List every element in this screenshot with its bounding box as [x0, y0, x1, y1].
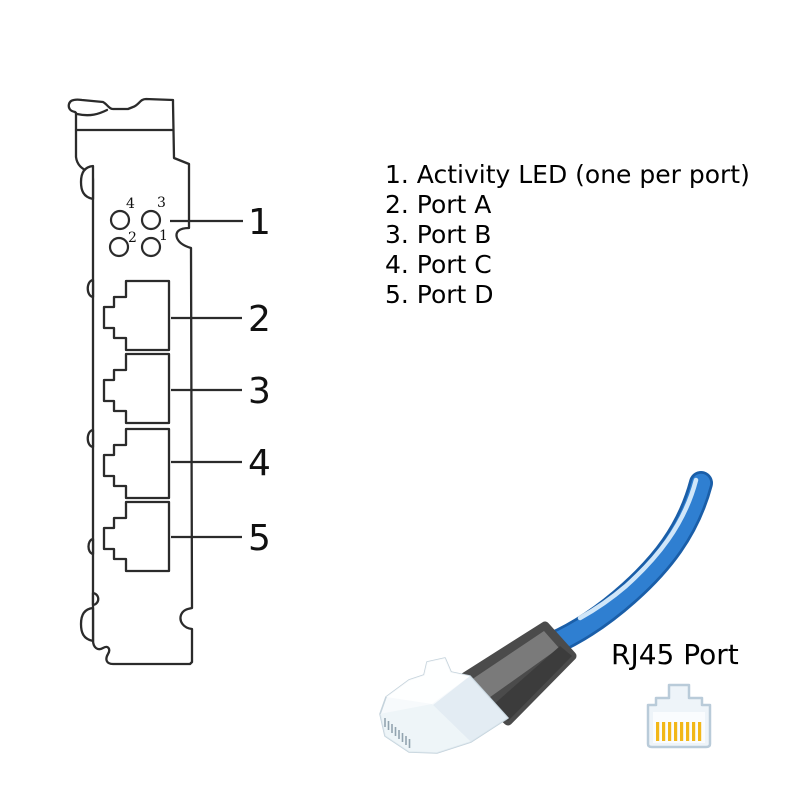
bracket-side-notch	[91, 591, 100, 607]
legend: 1. Activity LED (one per port) 2. Port A…	[385, 160, 750, 310]
port-b-cutout	[102, 352, 171, 425]
legend-item-4: 4. Port C	[385, 250, 492, 279]
port-a-cutout	[102, 279, 171, 352]
activity-led-1	[140, 236, 162, 258]
bracket-side-bump	[86, 278, 95, 299]
led-label-3: 3	[157, 195, 166, 211]
cable-highlight	[577, 477, 699, 621]
bracket-side-bump	[87, 537, 95, 556]
rj45-port-cutouts	[102, 279, 171, 573]
callout-number-2: 2	[248, 299, 271, 340]
legend-item-2: 2. Port A	[385, 190, 492, 219]
callout-number-5: 5	[248, 518, 271, 559]
callout-number-4: 4	[248, 443, 271, 484]
bracket-side-bump	[86, 428, 95, 449]
rj45-plug	[379, 657, 509, 754]
activity-led-3	[140, 209, 162, 231]
plug-side-face	[433, 676, 508, 742]
port-d-cutout	[102, 500, 171, 573]
led-label-4: 4	[126, 196, 135, 212]
cable-core	[542, 473, 711, 654]
activity-led-4	[109, 209, 131, 231]
led-label-2: 2	[128, 230, 137, 246]
legend-item-5: 5. Port D	[385, 280, 494, 309]
boot-highlight	[468, 631, 559, 700]
port-c-cutout	[102, 427, 171, 500]
led-label-1: 1	[159, 228, 168, 244]
callout-number-3: 3	[248, 371, 271, 412]
cable-outer	[540, 471, 713, 656]
activity-leds	[108, 209, 162, 258]
plug-pins	[384, 718, 411, 748]
rj45-port-icon	[646, 683, 712, 749]
bracket-side-bump	[79, 164, 95, 201]
legend-item-1: 1. Activity LED (one per port)	[385, 160, 750, 189]
callout-number-1: 1	[248, 202, 271, 243]
boot-shadow	[492, 646, 572, 721]
plug-top-face	[386, 658, 470, 704]
rj45-icon-inner	[653, 712, 705, 743]
bracket-tab-underside	[75, 108, 109, 117]
rj45-port-label: RJ45 Port	[611, 638, 739, 671]
callout-lines	[170, 219, 243, 539]
legend-item-3: 3. Port B	[385, 220, 492, 249]
bracket-side-bump	[79, 606, 95, 643]
activity-led-2	[108, 236, 130, 258]
rj45-icon-pins	[656, 722, 702, 741]
ethernet-cable-illustration	[379, 471, 713, 754]
